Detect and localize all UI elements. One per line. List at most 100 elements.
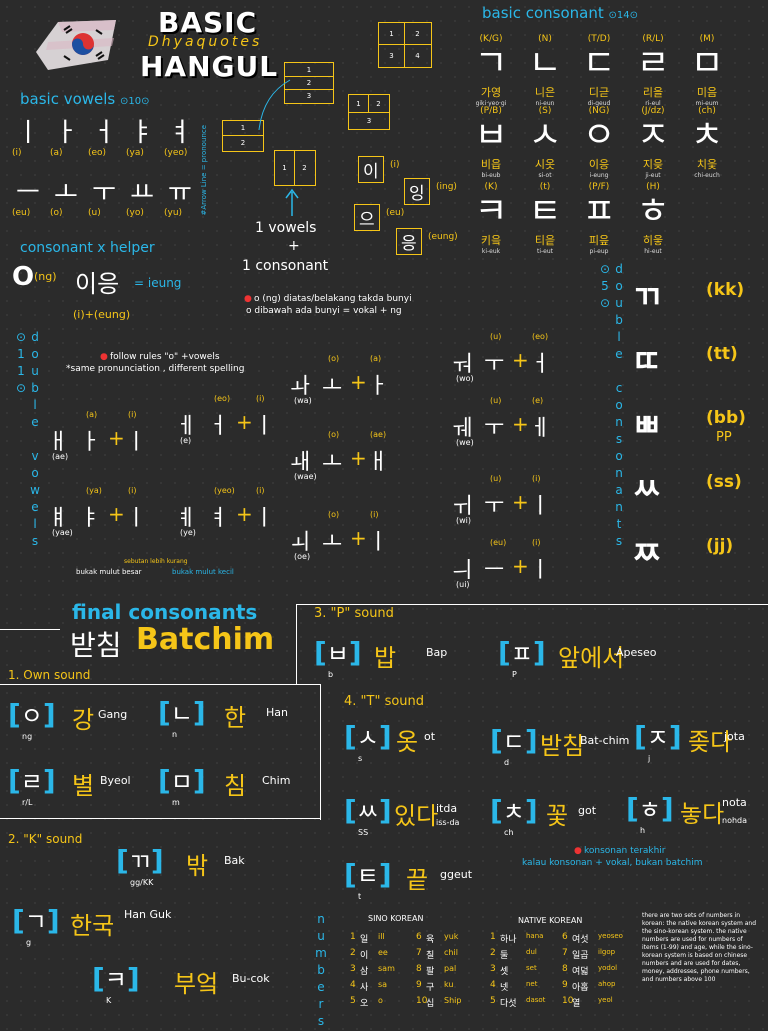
native-roman: yeoseo <box>598 932 623 940</box>
vowel-roman: (eu) <box>12 208 31 218</box>
consonant-jamo: ㄴ <box>528 43 562 84</box>
native-korean: 둘 <box>500 951 509 961</box>
bracket-left: [ <box>634 720 647 753</box>
batchim-word: 끝 <box>406 866 429 894</box>
block-example: 응 <box>396 228 422 255</box>
consonant-example-roman: i-eung <box>589 172 609 179</box>
component-b-roman: (i) <box>256 486 265 495</box>
sino-roman: yuk <box>444 932 459 941</box>
plus-sign: + <box>350 526 367 550</box>
plus-sign: + <box>350 446 367 470</box>
bracket-left: [ <box>8 764 21 797</box>
batchim-word: 있다 <box>394 802 439 830</box>
batchim-bracket: [ㅅ] <box>344 718 392 753</box>
consonant-jamo: ㅎ <box>636 191 670 232</box>
native-korean: 다섯 <box>500 999 517 1009</box>
bracket-left: [ <box>490 724 503 757</box>
sino-korean: 구 <box>426 983 435 993</box>
batchim-word: 옷 <box>396 728 419 756</box>
consonant-roman: (J/dz) <box>641 106 665 116</box>
double-vowel-roman: (wa) <box>294 396 312 405</box>
bullet-dot-icon: ● <box>100 352 108 362</box>
consonant-example: 니은 <box>534 86 556 99</box>
batchim-roman: Gang <box>98 708 128 721</box>
vowels-title-text: basic vowels <box>20 90 116 108</box>
bracket-left: [ <box>344 720 357 753</box>
native-roman: yodol <box>598 964 618 972</box>
batchim-jamo: ㅅ <box>356 724 379 752</box>
vowels-count: ⊙10⊙ <box>120 96 150 107</box>
consonant-jamo: ㅋ <box>474 191 508 232</box>
batchim-word: 좆다 <box>688 728 733 756</box>
batchim-sound: ch <box>504 828 514 837</box>
component-b: ㅐ <box>368 450 389 475</box>
sino-number: 5 <box>350 996 356 1006</box>
batchim-bracket: [ㅍ] <box>498 634 546 669</box>
bracket-right: ] <box>150 844 164 877</box>
vowel-roman: (ya) <box>126 148 144 158</box>
batchim-bracket: [ㅁ] <box>158 762 206 797</box>
divider-line <box>296 604 297 684</box>
batchim-word: 별 <box>72 772 95 800</box>
block-diagram-2x2: 1 2 3 4 <box>378 22 432 68</box>
sino-korean: 오 <box>360 999 369 1009</box>
double-vowel: ㅐ <box>48 430 69 455</box>
batchim-word: 꽃 <box>546 802 569 830</box>
double-vowel-roman: (we) <box>456 438 474 447</box>
batchim-word: 앞에서 <box>558 644 625 672</box>
double-consonant: ㅆ <box>632 470 662 508</box>
bracket-right: ] <box>378 858 392 891</box>
component-b: ㅣ <box>126 506 147 531</box>
sino-korean: 일 <box>360 935 369 945</box>
consonant-example: 키읔 <box>480 234 502 247</box>
batchim-roman: Bat-chim <box>580 734 630 747</box>
double-vowel-roman: (wo) <box>456 374 474 383</box>
bracket-right: ] <box>524 724 538 757</box>
batchim-word: 한 <box>224 704 247 732</box>
component-b: ㅔ <box>530 416 551 441</box>
component-a-roman: (o) <box>328 354 340 363</box>
consonant-jamo: ㅅ <box>528 115 562 156</box>
native-number: 1 <box>490 932 496 942</box>
formula-line2: 1 consonant <box>242 258 329 274</box>
double-consonant-roman: (jj) <box>706 536 734 556</box>
consonant-jamo: ㅊ <box>690 115 724 156</box>
batchim-roman: got <box>578 804 597 817</box>
plus-sign: + <box>512 554 529 578</box>
consonant-example: 이응 <box>588 158 610 171</box>
block-num: 1 <box>356 99 361 108</box>
block-num: 2 <box>240 139 246 147</box>
block-example-roman: (eu) <box>386 208 405 218</box>
block-diagram-2row: 1 2 <box>222 120 264 152</box>
double-vowel-roman: (ae) <box>52 452 69 461</box>
batchim-roman: Chim <box>262 774 291 787</box>
page-title-line1: BASIC <box>158 6 258 39</box>
batchim-roman: jota <box>724 730 745 743</box>
block-diagram-2x1: 1 2 3 <box>348 94 390 130</box>
helper-note2: o dibawah ada bunyi = vokal + ng <box>246 306 402 316</box>
double-vowels-vertical: double vowels ⊙11⊙ <box>14 330 42 551</box>
batchim-jamo: ㅌ <box>356 862 379 890</box>
bracket-right: ] <box>524 794 538 827</box>
sino-number: 1 <box>350 932 356 942</box>
consonant-roman: (R/L) <box>642 34 664 44</box>
batchim-roman-alt: nohda <box>722 816 748 825</box>
component-b-roman: (a) <box>370 354 382 363</box>
batchim-roman: nota <box>722 796 747 809</box>
vowel-roman: (yeo) <box>164 148 188 158</box>
batchim-jamo: ㅁ <box>170 768 193 796</box>
vowel-roman: (eo) <box>88 148 107 158</box>
vowel-roman: (i) <box>12 148 22 158</box>
bullet-dot-icon: ● <box>574 846 582 856</box>
batchim-bracket: [ㅎ] <box>626 790 674 825</box>
consonant-roman: (K/G) <box>479 34 503 44</box>
component-b-roman: (i) <box>128 486 137 495</box>
double-consonant-roman: (bb) <box>706 408 746 428</box>
batchim-word: 강 <box>72 706 95 734</box>
consonant-roman: (P/F) <box>588 182 610 192</box>
component-a: ㅜ <box>484 494 505 519</box>
plus-sign: + <box>236 410 253 434</box>
